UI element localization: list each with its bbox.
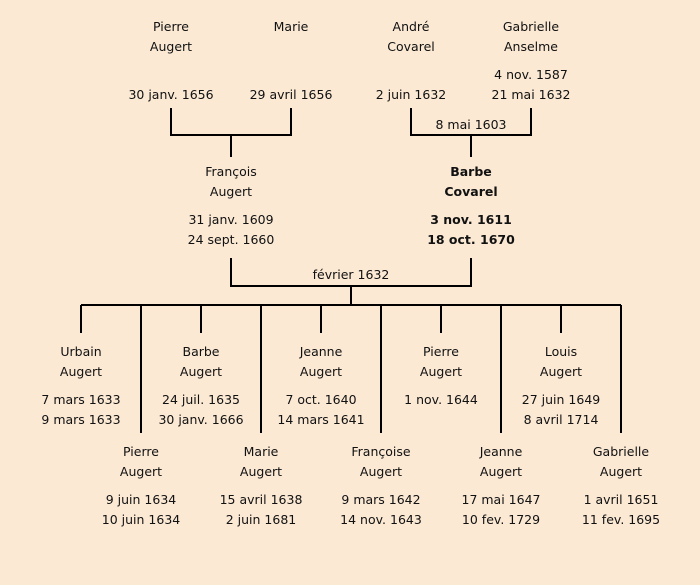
person-death-date: 29 avril 1656 — [249, 87, 333, 102]
person-death-date: 24 sept. 1660 — [187, 232, 275, 247]
person-birth-date: 1 avril 1651 — [583, 492, 659, 507]
person-death-date: 11 fev. 1695 — [581, 512, 661, 527]
person-death-date: 14 mars 1641 — [277, 412, 365, 427]
person-birth-date: 17 mai 1647 — [461, 492, 541, 507]
person-surname: Augert — [119, 464, 163, 479]
person-given-name: Pierre — [423, 344, 459, 359]
person-given-name: André — [392, 19, 430, 34]
person-birth-date: 9 mars 1642 — [341, 492, 421, 507]
person-surname: Augert — [419, 364, 463, 379]
person-surname: Augert — [599, 464, 643, 479]
person-death-date: 2 juin 1681 — [225, 512, 297, 527]
person-given-name: François — [205, 164, 257, 179]
connector-children-bottom — [140, 305, 622, 433]
person-birth-date: 7 mars 1633 — [41, 392, 121, 407]
person-surname: Augert — [179, 364, 223, 379]
person-surname: Augert — [359, 464, 403, 479]
person-death-date: 21 mai 1632 — [491, 87, 571, 102]
person-surname: Augert — [479, 464, 523, 479]
person-birth-date: 3 nov. 1611 — [430, 212, 512, 227]
person-surname: Augert — [209, 184, 253, 199]
connector-augert-grandparents — [170, 108, 292, 157]
person-surname: Augert — [299, 364, 343, 379]
person-given-name: Gabrielle — [592, 444, 650, 459]
person-given-name: Barbe — [450, 164, 492, 179]
connector-children-top — [80, 305, 562, 333]
person-death-date: 10 juin 1634 — [101, 512, 181, 527]
person-birth-date: 4 nov. 1587 — [494, 67, 568, 82]
person-given-name: Marie — [243, 444, 279, 459]
marriage-date-covarel-anselme: 8 mai 1603 — [435, 117, 507, 132]
person-given-name: Jeanne — [299, 344, 343, 359]
person-death-date: 8 avril 1714 — [523, 412, 599, 427]
person-surname: Covarel — [387, 39, 435, 54]
person-given-name: Urbain — [60, 344, 102, 359]
person-birth-date: 7 oct. 1640 — [285, 392, 357, 407]
connector-parents — [230, 258, 472, 305]
person-surname: Anselme — [503, 39, 559, 54]
connector-covarel-grandparents — [410, 108, 532, 157]
person-birth-date: 1 nov. 1644 — [404, 392, 478, 407]
person-birth-date: 9 juin 1634 — [105, 492, 177, 507]
person-surname: Covarel — [444, 184, 498, 199]
person-birth-date: 31 janv. 1609 — [188, 212, 274, 227]
person-death-date: 9 mars 1633 — [41, 412, 121, 427]
person-death-date: 30 janv. 1666 — [158, 412, 244, 427]
person-death-date: 18 oct. 1670 — [427, 232, 515, 247]
person-death-date: 2 juin 1632 — [375, 87, 447, 102]
person-given-name: Barbe — [182, 344, 220, 359]
person-given-name: Pierre — [153, 19, 189, 34]
person-surname: Augert — [239, 464, 283, 479]
person-death-date: 30 janv. 1656 — [128, 87, 214, 102]
person-birth-date: 27 juin 1649 — [521, 392, 601, 407]
person-given-name: Marie — [273, 19, 309, 34]
person-given-name: Jeanne — [479, 444, 523, 459]
person-surname: Augert — [149, 39, 193, 54]
marriage-date-augert-covarel: février 1632 — [312, 267, 390, 282]
person-birth-date: 24 juil. 1635 — [162, 392, 240, 407]
person-death-date: 14 nov. 1643 — [340, 512, 422, 527]
person-given-name: Louis — [544, 344, 578, 359]
person-given-name: Pierre — [123, 444, 159, 459]
person-death-date: 10 fev. 1729 — [461, 512, 541, 527]
person-given-name: Françoise — [351, 444, 411, 459]
person-given-name: Gabrielle — [502, 19, 560, 34]
person-surname: Augert — [539, 364, 583, 379]
person-surname: Augert — [59, 364, 103, 379]
person-birth-date: 15 avril 1638 — [219, 492, 303, 507]
